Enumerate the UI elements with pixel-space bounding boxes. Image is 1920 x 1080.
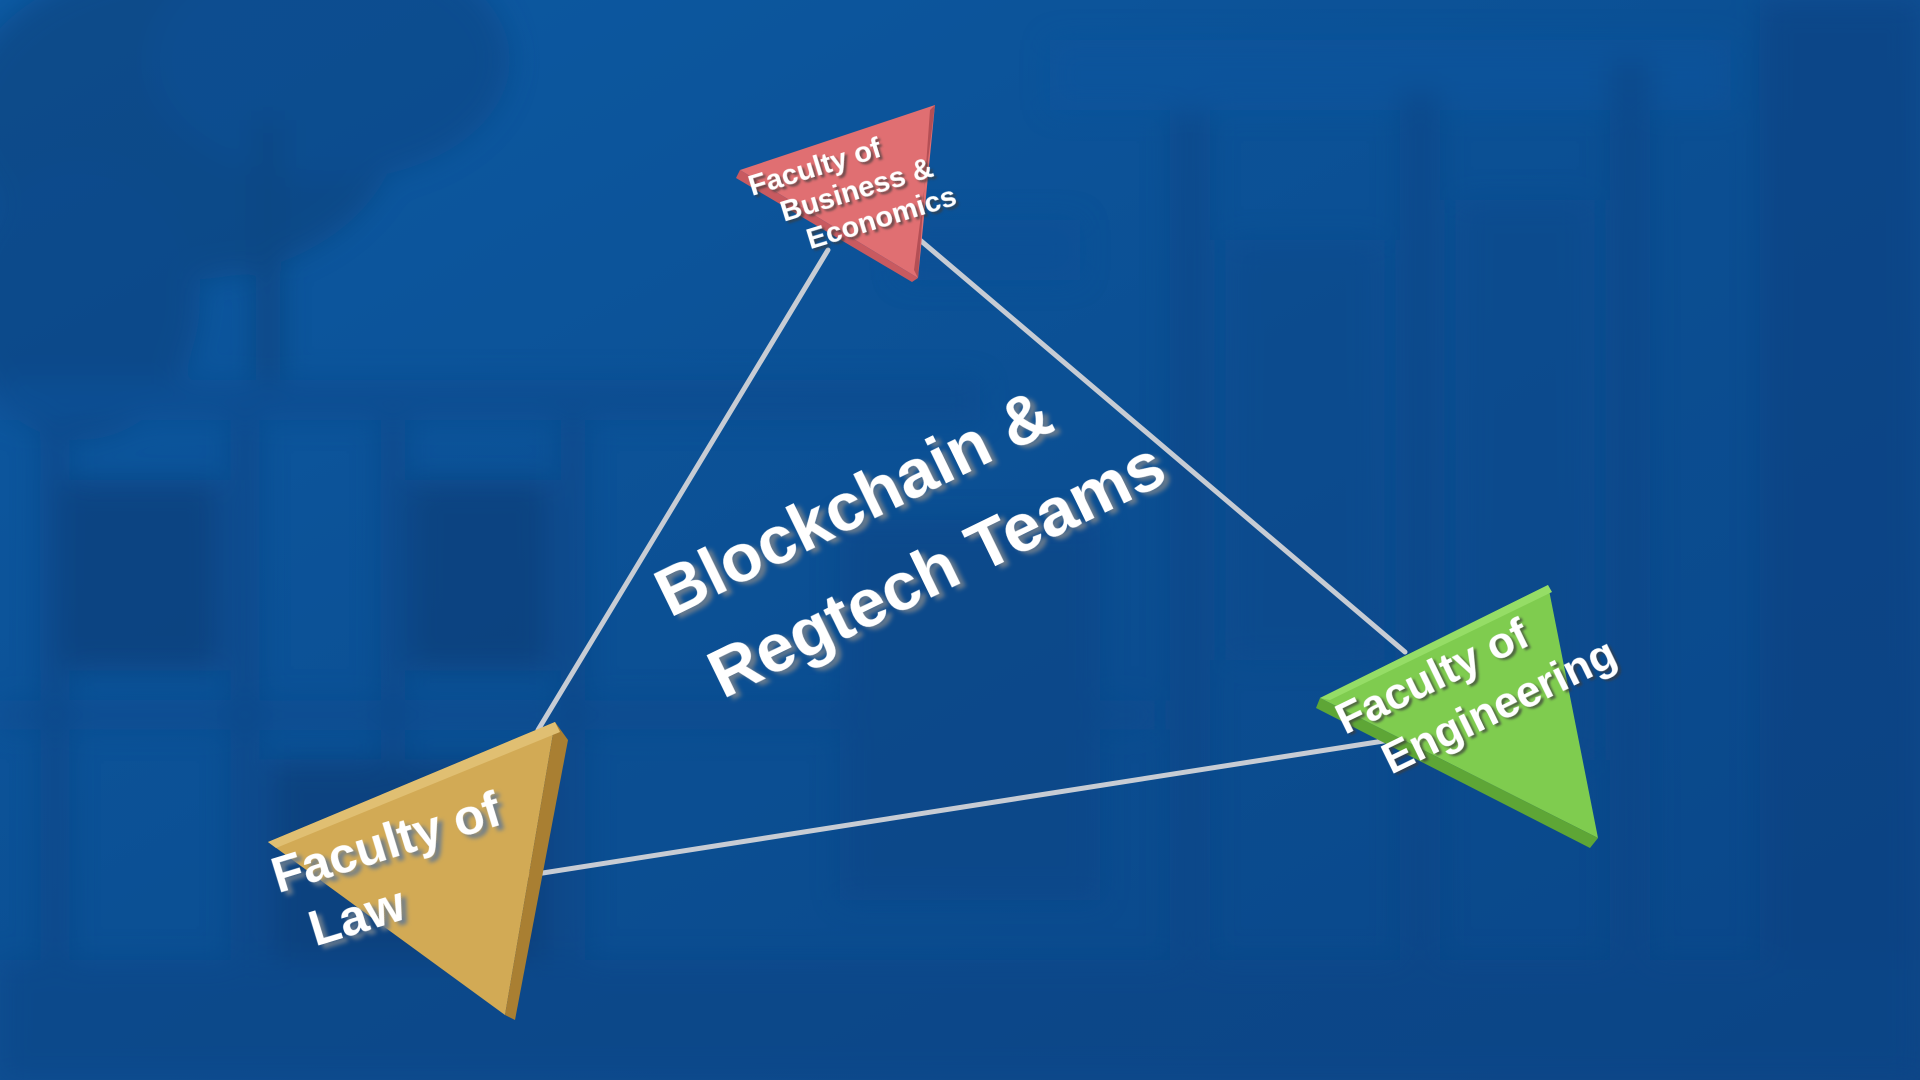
connector-business-law	[535, 247, 831, 733]
connector-law-engineering	[527, 737, 1393, 878]
red-triangle-bottom	[736, 170, 918, 282]
gold-triangle-side	[505, 722, 568, 1020]
connector-business-engineering	[917, 237, 1408, 655]
gold-triangle-top	[268, 722, 560, 848]
center-title: Blockchain & Regtech Teams	[643, 374, 1176, 712]
red-triangle-side	[914, 105, 935, 278]
green-triangle-top	[1320, 585, 1552, 700]
connector-lines	[527, 237, 1408, 878]
red-triangle-shape	[740, 105, 935, 278]
node-law: Faculty of Law	[265, 722, 568, 1020]
gold-triangle-shape	[268, 722, 555, 1015]
node-business-economics: Faculty of Business & Economics	[736, 105, 960, 282]
green-triangle-side	[1316, 698, 1598, 848]
green-triangle-shape	[1320, 585, 1598, 838]
